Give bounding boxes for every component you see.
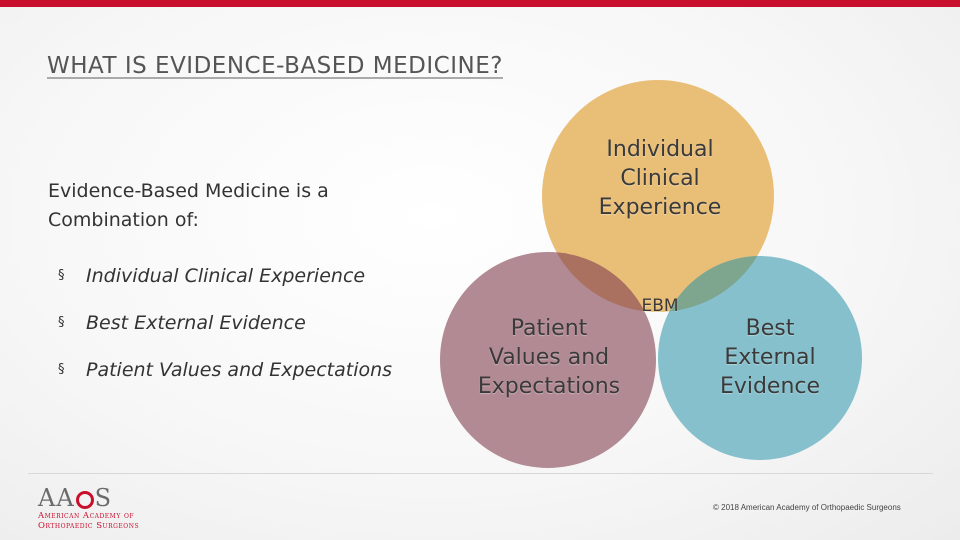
venn-label-line: External <box>724 345 816 370</box>
venn-label-top: Individual Clinical Experience <box>560 135 760 222</box>
bullet-item: § Best External Evidence <box>58 299 392 346</box>
venn-diagram <box>440 80 862 468</box>
bullet-item: § Patient Values and Expectations <box>58 346 392 393</box>
bullet-item: § Individual Clinical Experience <box>58 252 392 299</box>
venn-label-line: Evidence <box>719 374 821 399</box>
bullet-icon: § <box>58 362 65 377</box>
venn-label-line: Experience <box>598 195 722 220</box>
bullet-text: Best External Evidence <box>86 311 306 334</box>
venn-label-line: Clinical <box>620 166 700 191</box>
footer-divider <box>28 473 933 474</box>
intro-text: Evidence-Based Medicine is a Combination… <box>48 180 329 231</box>
venn-label-line: Values and <box>488 345 610 370</box>
venn-circle-left <box>440 252 656 468</box>
bullet-list: § Individual Clinical Experience § Best … <box>58 252 392 393</box>
venn-label-center: EBM <box>641 296 679 316</box>
top-accent-bar <box>0 0 960 7</box>
slide-title: WHAT IS EVIDENCE-BASED MEDICINE? <box>47 53 503 79</box>
bullet-icon: § <box>58 315 65 330</box>
venn-label-left: Patient Values and Expectations <box>465 314 633 401</box>
logo-line: Orthopaedic Surgeons <box>38 521 140 531</box>
venn-label-line: Patient <box>510 316 588 341</box>
bullet-text: Patient Values and Expectations <box>86 358 393 381</box>
venn-circle-right <box>658 256 862 460</box>
venn-label-line: Best <box>745 316 795 341</box>
bullet-text: Individual Clinical Experience <box>86 264 366 287</box>
logo-line: American Academy of <box>38 511 135 521</box>
copyright-text: © 2018 American Academy of Orthopaedic S… <box>713 503 901 512</box>
venn-label-right: Best External Evidence <box>690 314 850 401</box>
venn-label-line: Expectations <box>477 374 621 399</box>
bullet-icon: § <box>58 268 65 283</box>
venn-label-line: Individual <box>606 137 714 162</box>
venn-circle-top <box>542 80 774 312</box>
